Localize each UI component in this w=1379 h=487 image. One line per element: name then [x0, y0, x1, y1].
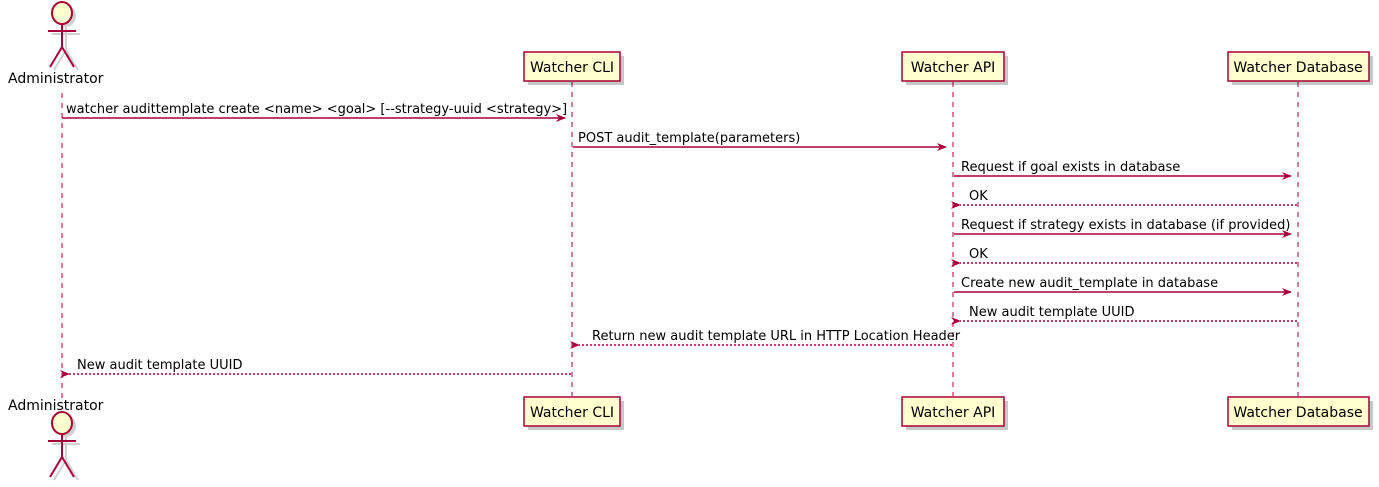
message-label-8: New audit template UUID	[969, 305, 1134, 320]
message-9-api-to-cli-return[interactable]: Return new audit template URL in HTTP Lo…	[570, 329, 961, 349]
actor-leg-left-icon	[49, 456, 63, 478]
participant-label-watcher-api-top: Watcher API	[911, 60, 996, 76]
message-10-cli-to-admin-uuid[interactable]: New audit template UUID	[60, 358, 571, 378]
actor-administrator-bottom[interactable]: Administrator	[8, 398, 104, 481]
participant-box-watcher-api-top	[901, 51, 1005, 82]
message-2-cli-to-api[interactable]: POST audit_template(parameters)	[573, 131, 947, 151]
actor-figure-bottom	[48, 411, 76, 478]
message-label-1: watcher audittemplate create <name> <goa…	[66, 102, 567, 117]
message-label-4: OK	[969, 189, 988, 204]
participant-watcher-database-bottom[interactable]: Watcher Database	[1227, 396, 1373, 430]
message-5-api-to-db[interactable]: Request if strategy exists in database (…	[954, 218, 1292, 238]
participant-box-watcher-api-bottom	[901, 396, 1005, 427]
message-1-admin-to-cli[interactable]: watcher audittemplate create <name> <goa…	[62, 102, 567, 122]
participant-box-watcher-cli-bottom	[523, 396, 621, 427]
message-label-5: Request if strategy exists in database (…	[961, 218, 1290, 233]
participant-label-watcher-cli-bottom: Watcher CLI	[530, 405, 614, 421]
message-label-9: Return new audit template URL in HTTP Lo…	[592, 329, 961, 344]
actor-figure-top	[48, 1, 76, 68]
actor-leg-left-icon	[49, 46, 63, 68]
message-label-6: OK	[969, 247, 988, 262]
participant-watcher-cli-top[interactable]: Watcher CLI	[523, 51, 624, 85]
message-label-7: Create new audit_template in database	[961, 276, 1218, 291]
participant-label-watcher-database-bottom: Watcher Database	[1233, 405, 1362, 421]
message-label-3: Request if goal exists in database	[961, 160, 1180, 175]
participant-box-watcher-database-top	[1227, 51, 1370, 82]
actor-administrator-top[interactable]: Administrator	[8, 1, 104, 87]
participant-box-watcher-database-bottom	[1227, 396, 1370, 427]
actor-label-administrator-top: Administrator	[8, 71, 104, 87]
participant-watcher-api-top[interactable]: Watcher API	[901, 51, 1008, 85]
participant-label-watcher-cli-top: Watcher CLI	[530, 60, 614, 76]
actor-head-icon	[51, 1, 73, 25]
message-label-2: POST audit_template(parameters)	[578, 131, 800, 146]
message-3-api-to-db[interactable]: Request if goal exists in database	[954, 160, 1292, 180]
participant-watcher-api-bottom[interactable]: Watcher API	[901, 396, 1008, 430]
actor-leg-right-icon	[61, 456, 75, 478]
actor-leg-right-icon	[61, 46, 75, 68]
participant-watcher-cli-bottom[interactable]: Watcher CLI	[523, 396, 624, 430]
participant-watcher-database-top[interactable]: Watcher Database	[1227, 51, 1373, 85]
message-label-10: New audit template UUID	[77, 358, 242, 373]
message-6-db-to-api-ok[interactable]: OK	[951, 247, 1297, 267]
participant-box-watcher-cli-top	[523, 51, 621, 82]
participant-label-watcher-database-top: Watcher Database	[1233, 60, 1362, 76]
message-4-db-to-api-ok[interactable]: OK	[951, 189, 1297, 209]
message-7-api-to-db-create[interactable]: Create new audit_template in database	[954, 276, 1292, 296]
participant-label-watcher-api-bottom: Watcher API	[911, 405, 996, 421]
actor-head-icon	[51, 411, 73, 435]
actor-label-administrator-bottom: Administrator	[8, 398, 104, 414]
message-8-db-to-api-uuid[interactable]: New audit template UUID	[951, 305, 1297, 325]
